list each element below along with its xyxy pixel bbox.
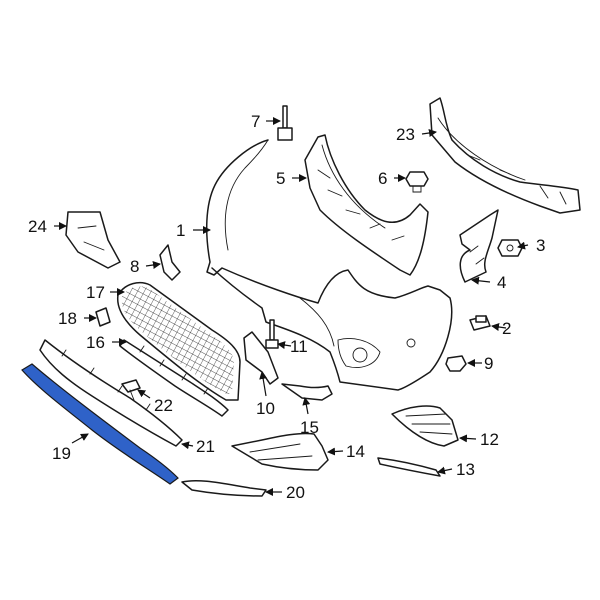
bracket-15 — [281, 383, 333, 401]
callout-14: 14 — [346, 442, 365, 461]
callout-21: 21 — [196, 437, 215, 456]
callout-24: 24 — [28, 217, 47, 236]
callout-10: 10 — [256, 399, 275, 418]
callout-18: 18 — [58, 309, 77, 328]
fastener-22 — [121, 379, 141, 401]
grille-12 — [391, 405, 459, 447]
callout-15: 15 — [300, 418, 319, 437]
callout-12: 12 — [480, 430, 499, 449]
callout-3: 3 — [536, 236, 545, 255]
bolt-2 — [469, 315, 491, 331]
upper-support — [304, 134, 429, 276]
bracket-strip-16 — [119, 339, 229, 417]
nut-6 — [405, 171, 429, 193]
nut-3 — [497, 239, 523, 257]
callout-1: 1 — [176, 221, 185, 240]
lower-strip-21 — [39, 339, 183, 447]
callout-labels: 1 2 3 4 5 6 7 8 9 10 11 12 13 14 15 16 1… — [28, 112, 545, 502]
stud-7 — [277, 105, 293, 141]
callout-9: 9 — [484, 354, 493, 373]
clip-18 — [95, 307, 111, 327]
nut-9 — [445, 355, 467, 372]
callout-2: 2 — [502, 319, 511, 338]
bumper-cover — [205, 139, 453, 391]
callout-4: 4 — [497, 273, 506, 292]
bezel-14 — [231, 432, 329, 471]
leader-lines — [54, 117, 529, 496]
callout-17: 17 — [86, 283, 105, 302]
trim-13 — [377, 457, 441, 477]
lower-trim-20 — [181, 479, 267, 497]
spoiler-19-highlighted — [21, 363, 179, 485]
callout-5: 5 — [276, 169, 285, 188]
callout-6: 6 — [378, 169, 387, 188]
callout-20: 20 — [286, 483, 305, 502]
callout-7: 7 — [251, 112, 260, 131]
clip-8 — [159, 244, 181, 281]
callout-19: 19 — [52, 444, 71, 463]
lower-grille — [117, 282, 241, 401]
callout-8: 8 — [130, 257, 139, 276]
callout-16: 16 — [86, 333, 105, 352]
callout-13: 13 — [456, 460, 475, 479]
callout-23: 23 — [396, 125, 415, 144]
bracket-4 — [459, 209, 499, 283]
impact-absorber — [429, 97, 581, 214]
callout-11: 11 — [290, 337, 308, 356]
license-plate-bracket — [65, 211, 121, 269]
callout-22: 22 — [154, 396, 173, 415]
side-bracket-10 — [243, 331, 279, 385]
